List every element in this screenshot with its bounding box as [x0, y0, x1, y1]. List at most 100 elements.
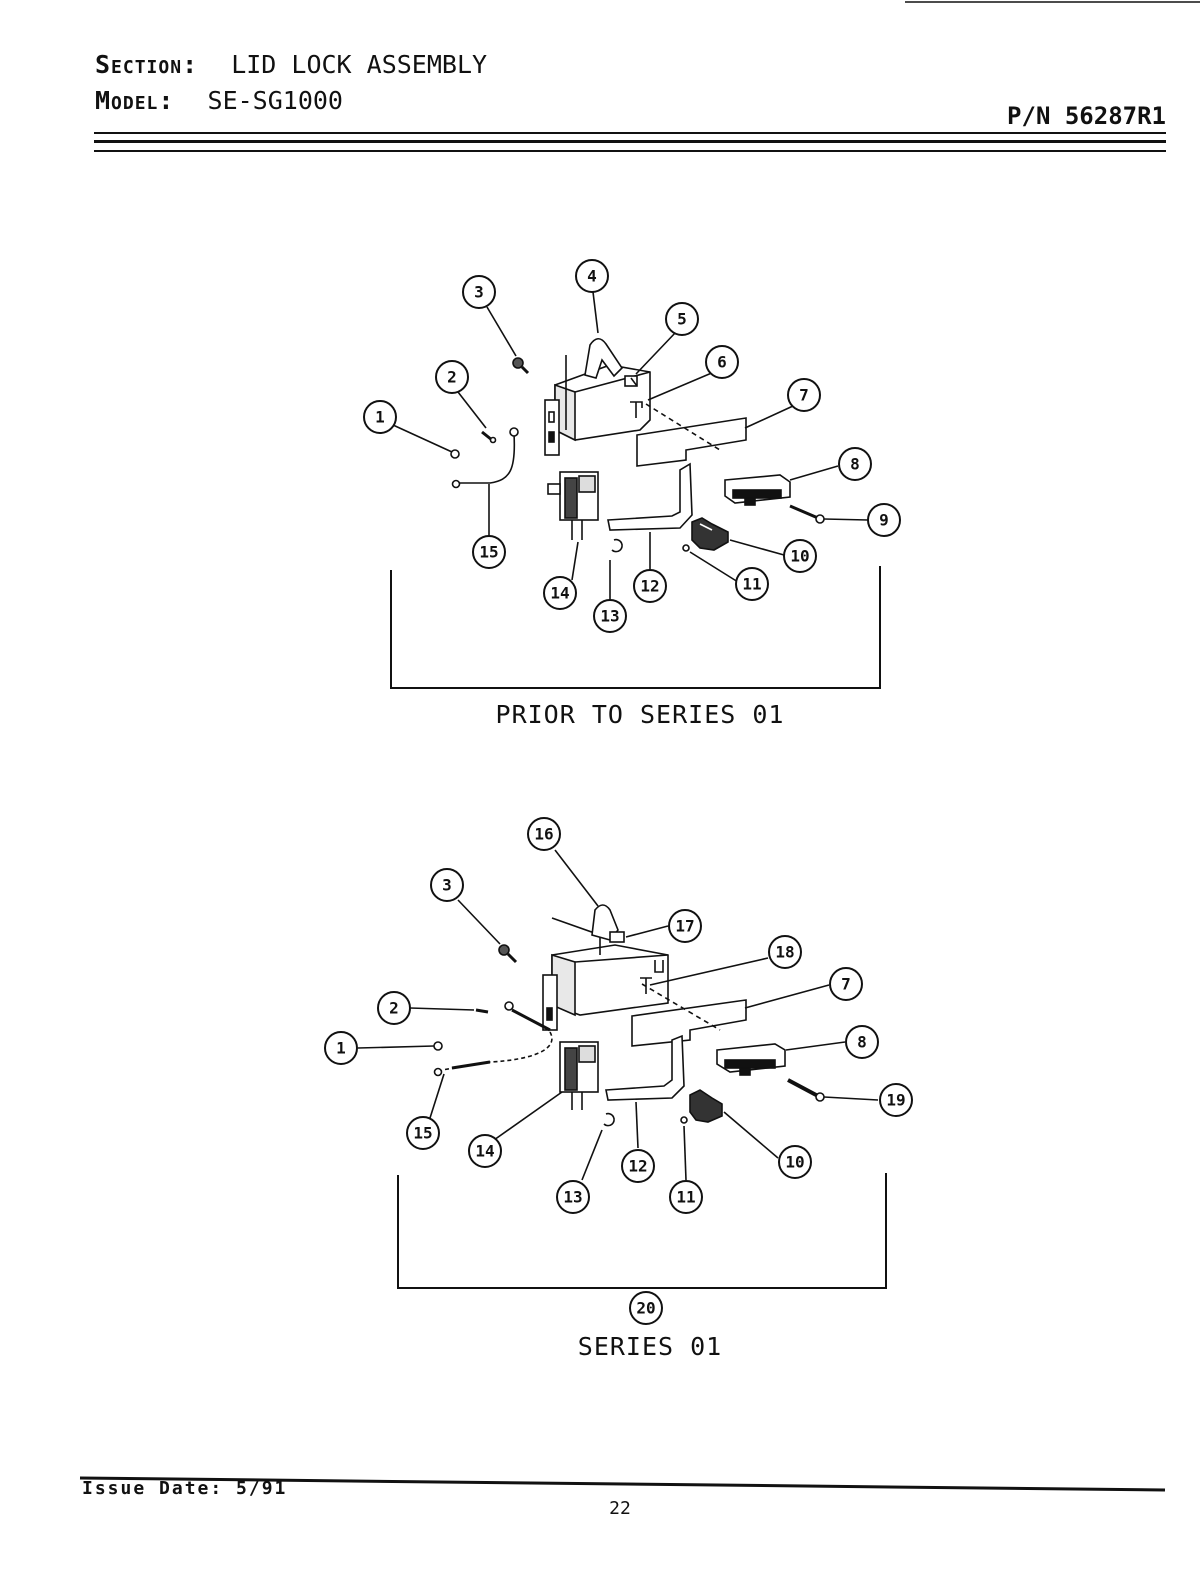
callout-7-b: 7	[829, 967, 863, 1001]
svg-text:15: 15	[413, 1124, 432, 1143]
svg-text:8: 8	[850, 455, 860, 474]
clip-17	[609, 931, 625, 943]
svg-text:2: 2	[389, 999, 399, 1018]
caption-prior-to-series-01: PRIOR TO SERIES 01	[495, 700, 785, 729]
model-label: Model:	[95, 86, 175, 115]
latch	[584, 337, 624, 379]
screw-2-b	[475, 1008, 489, 1014]
callout-20: 20	[629, 1291, 663, 1325]
svg-text:13: 13	[600, 607, 619, 626]
lid-lock-housing-18	[542, 917, 669, 1031]
svg-text:10: 10	[790, 547, 809, 566]
ground-wire	[458, 433, 516, 484]
plate	[636, 417, 747, 467]
svg-text:10: 10	[785, 1153, 804, 1172]
svg-text:4: 4	[587, 267, 597, 286]
callout-14-b: 14	[468, 1134, 502, 1168]
callout-2: 2	[435, 360, 469, 394]
callout-3-b: 3	[430, 868, 464, 902]
clip	[624, 375, 638, 387]
diagram-prior-bracket	[390, 566, 881, 689]
svg-text:8: 8	[857, 1033, 867, 1052]
svg-text:1: 1	[336, 1039, 346, 1058]
callout-11-b: 11	[669, 1180, 703, 1214]
svg-text:7: 7	[799, 386, 809, 405]
caption-series-01: SERIES 01	[577, 1332, 723, 1361]
svg-text:7: 7	[841, 975, 851, 994]
screw-2	[481, 430, 497, 444]
plate-7	[631, 999, 747, 1047]
svg-text:12: 12	[628, 1157, 647, 1176]
callout-9: 9	[867, 503, 901, 537]
callout-10: 10	[783, 539, 817, 573]
section-line: Section: LID LOCK ASSEMBLY	[95, 50, 487, 79]
header-rule-thin	[94, 132, 1166, 134]
callout-8: 8	[838, 447, 872, 481]
callout-14: 14	[543, 576, 577, 610]
screw-11	[682, 544, 690, 552]
svg-text:3: 3	[474, 283, 484, 302]
svg-text:13: 13	[563, 1188, 582, 1207]
header-rule-bottom	[94, 150, 1166, 152]
callout-15-b: 15	[406, 1116, 440, 1150]
section-label: Section:	[95, 50, 199, 79]
svg-text:15: 15	[479, 543, 498, 562]
svg-text:20: 20	[636, 1299, 655, 1318]
callout-10-b: 10	[778, 1145, 812, 1179]
callout-2-b: 2	[377, 991, 411, 1025]
screw-3	[512, 357, 530, 375]
lever	[607, 462, 693, 531]
callout-13-b: 13	[556, 1180, 590, 1214]
callout-13: 13	[593, 599, 627, 633]
pin-19	[787, 1078, 825, 1102]
callout-12: 12	[633, 569, 667, 603]
svg-text:5: 5	[677, 310, 687, 329]
svg-text:18: 18	[775, 943, 794, 962]
diagram-series01-parts	[357, 849, 887, 1289]
callout-4: 4	[575, 259, 609, 293]
svg-text:1: 1	[375, 408, 385, 427]
svg-text:11: 11	[676, 1188, 695, 1207]
page-number: 22	[609, 1498, 631, 1519]
callout-8-b: 8	[845, 1025, 879, 1059]
callout-19: 19	[879, 1083, 913, 1117]
callout-3: 3	[462, 275, 496, 309]
svg-text:14: 14	[475, 1142, 494, 1161]
callout-6: 6	[705, 345, 739, 379]
callout-16: 16	[527, 817, 561, 851]
solenoid	[547, 471, 599, 540]
footer-rule	[79, 1476, 1166, 1492]
svg-text:19: 19	[886, 1091, 905, 1110]
svg-text:11: 11	[742, 575, 761, 594]
svg-text:12: 12	[640, 577, 659, 596]
nut-1	[450, 449, 460, 459]
callout-15: 15	[472, 535, 506, 569]
callout-1-b: 1	[324, 1031, 358, 1065]
actuator-10	[689, 1089, 723, 1123]
diagram-series01-bracket	[397, 1173, 887, 1289]
lever-12	[605, 1034, 685, 1101]
svg-text:17: 17	[675, 917, 694, 936]
switch-body	[724, 474, 791, 506]
ground-wire-15	[433, 1001, 553, 1077]
screw-11-b	[680, 1116, 688, 1124]
svg-text:6: 6	[717, 353, 727, 372]
model-line: Model: SE-SG1000	[95, 86, 343, 115]
nut-1-b	[433, 1041, 443, 1051]
callout-18: 18	[768, 935, 802, 969]
svg-text:9: 9	[879, 511, 889, 530]
solenoid-14	[559, 1041, 599, 1110]
switch-8	[716, 1043, 786, 1076]
retaining-ring-13	[603, 1112, 615, 1127]
svg-text:16: 16	[534, 825, 553, 844]
svg-text:14: 14	[550, 584, 569, 603]
section-title: LID LOCK ASSEMBLY	[231, 50, 488, 79]
callout-12-b: 12	[621, 1149, 655, 1183]
svg-text:3: 3	[442, 876, 452, 895]
callout-1: 1	[363, 400, 397, 434]
screw-3-b	[498, 944, 518, 964]
retaining-ring	[611, 538, 623, 553]
diagram-prior-parts	[390, 291, 881, 689]
callout-11: 11	[735, 567, 769, 601]
